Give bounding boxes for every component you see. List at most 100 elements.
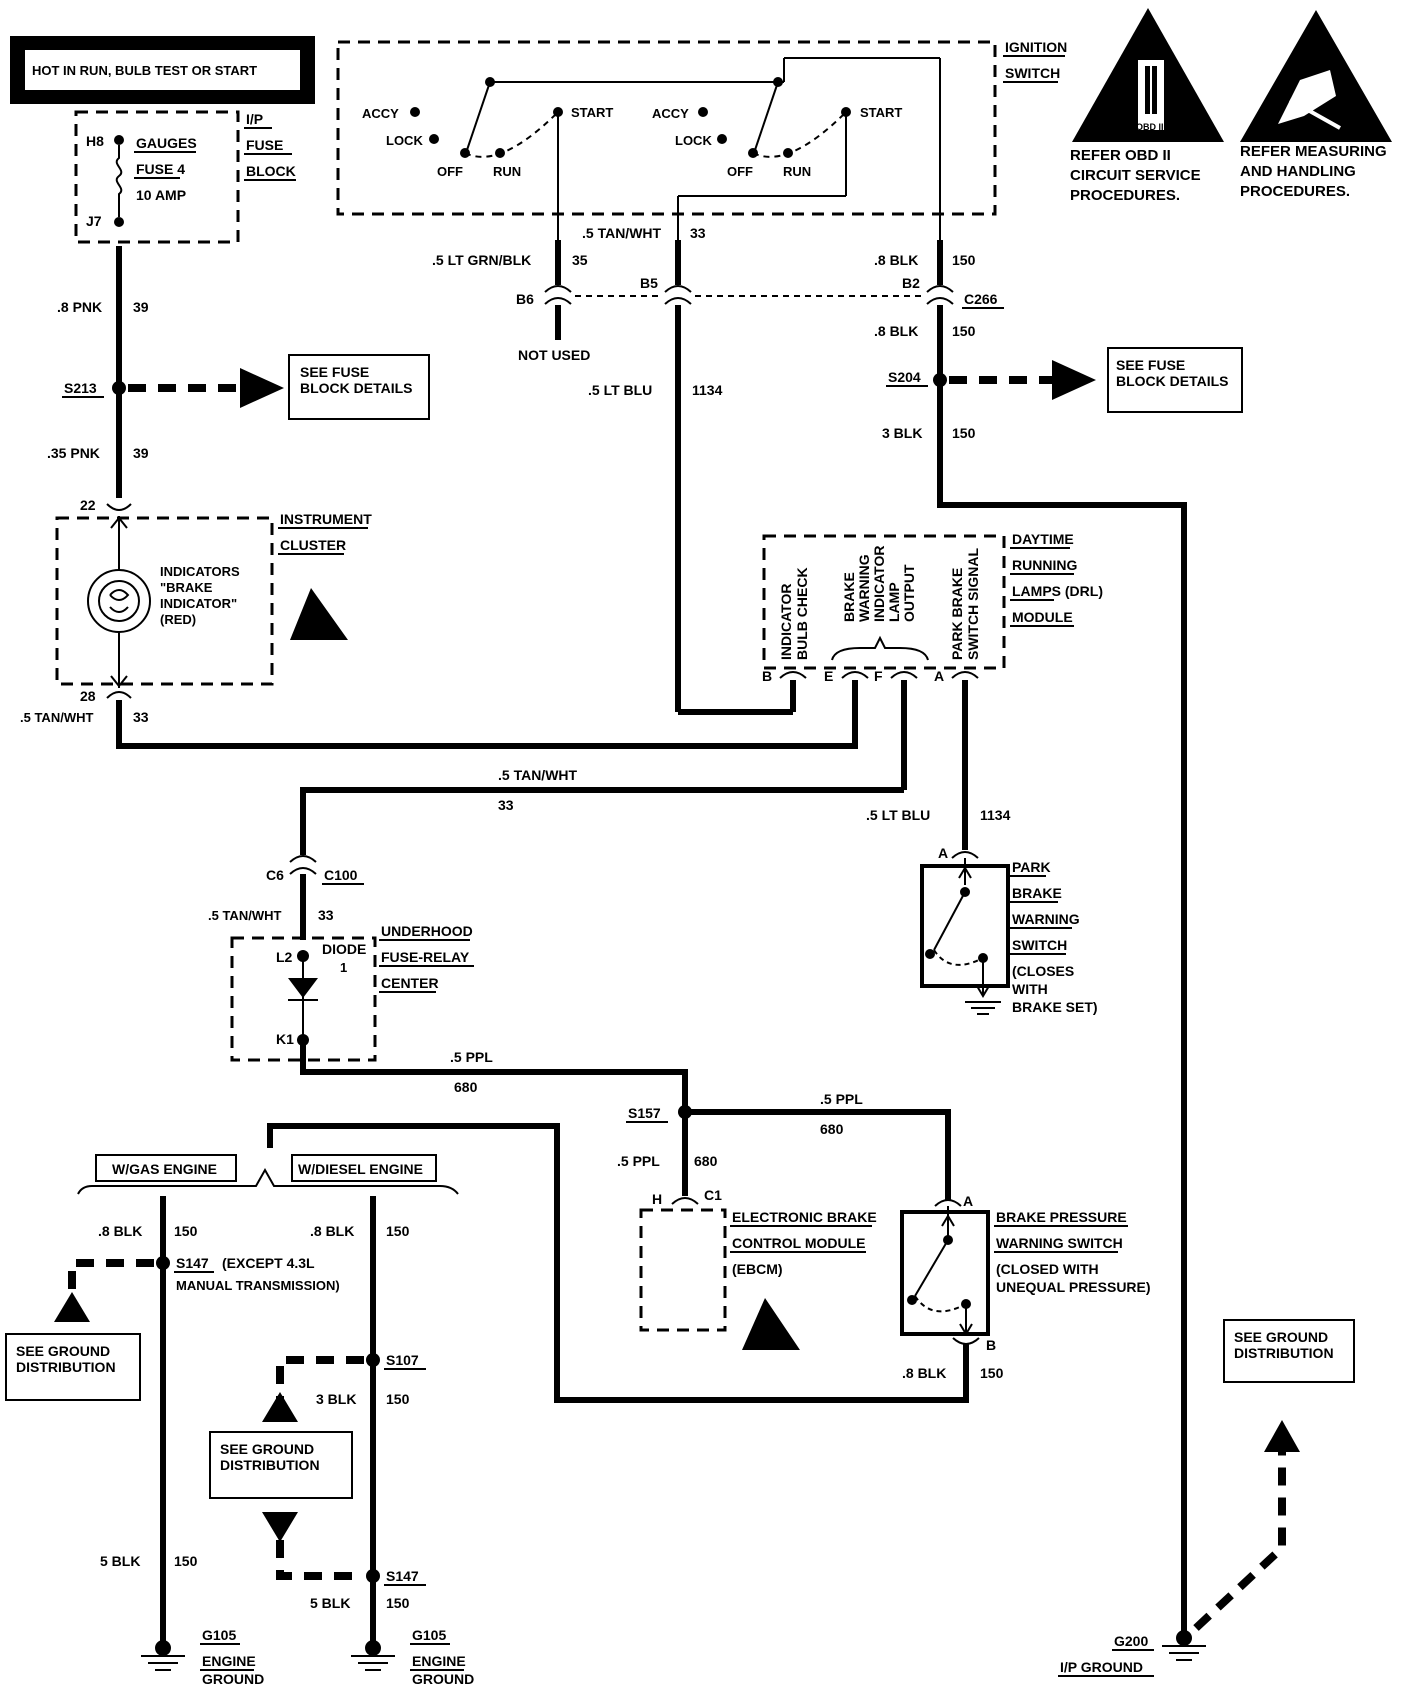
diagram-label: RUN (493, 164, 521, 179)
diagram-label: SEE GROUND (1234, 1329, 1328, 1345)
diagram-label: WARNING (856, 554, 872, 622)
diagram-label: 5 BLK (310, 1595, 350, 1611)
diagram-label: 39 (133, 299, 149, 315)
diagram-label: RUNNING (1012, 557, 1077, 573)
diagram-label: PROCEDURES. (1240, 183, 1350, 200)
diagram-label: BULB CHECK (794, 567, 810, 660)
diagram-label: E (824, 668, 833, 684)
diagram-label: 680 (694, 1153, 718, 1169)
diagram-label: S147 (386, 1568, 419, 1584)
diagram-label: .8 BLK (902, 1365, 946, 1381)
wire-150-brake-pressure-to-ground (267, 1123, 969, 1403)
diagram-label: BLOCK (246, 163, 296, 179)
diagram-label: BRAKE PRESSURE (996, 1209, 1127, 1225)
esd-symbol-icon (742, 1298, 800, 1350)
diagram-label: .5 PPL (450, 1049, 493, 1065)
diagram-label: B6 (516, 291, 534, 307)
see-ground-distribution-left: SEE GROUND DISTRIBUTION (5, 1333, 141, 1401)
diagram-label: REFER MEASURING (1240, 143, 1387, 160)
diagram-label: (EXCEPT 4.3L (222, 1255, 315, 1271)
diagram-label: RUN (783, 164, 811, 179)
diagram-label: S213 (64, 380, 97, 396)
diagram-label: 150 (952, 425, 976, 441)
diagram-label: .8 BLK (874, 252, 918, 268)
diagram-label: DISTRIBUTION (1234, 1345, 1334, 1361)
diagram-label: F (874, 668, 883, 684)
diagram-label: CONTROL MODULE (732, 1235, 866, 1251)
diagram-label: B (762, 668, 772, 684)
ground-g105-diesel: G105 ENGINE GROUND (351, 1627, 474, 1687)
diagram-label: 33 (133, 709, 149, 725)
diagram-label: "BRAKE (160, 580, 213, 595)
diagram-label: INDICATOR" (160, 596, 237, 611)
diagram-label: LAMPS (DRL) (1012, 583, 1103, 599)
diagram-label: 28 (80, 688, 96, 704)
diagram-label: START (571, 105, 613, 120)
diagram-label: 150 (174, 1553, 198, 1569)
splice-s147-gas (156, 1256, 170, 1270)
diagram-label: .8 BLK (874, 323, 918, 339)
esd-symbol-icon (290, 588, 348, 640)
diagram-label: .5 PPL (820, 1091, 863, 1107)
diagram-label: 150 (952, 252, 976, 268)
diagram-label: 150 (386, 1595, 410, 1611)
diagram-label: H (652, 1191, 662, 1207)
diagram-label: CLUSTER (280, 537, 346, 553)
diagram-label: A (938, 845, 948, 861)
ip-fuse-block: I/P FUSE BLOCK H8 J7 GAUGES FUSE 4 10 AM… (74, 110, 296, 244)
diagram-label: .5 PPL (617, 1153, 660, 1169)
diagram-label: 33 (498, 797, 514, 813)
diagram-label: 680 (820, 1121, 844, 1137)
engine-option-branch: W/GAS ENGINE W/DIESEL ENGINE (77, 1154, 459, 1195)
diagram-label: .5 TAN/WHT (208, 908, 281, 923)
obd-ii-warning: OBD II REFER OBD II CIRCUIT SERVICE PROC… (1070, 8, 1224, 204)
diagram-label: 150 (386, 1223, 410, 1239)
diagram-label: G105 (202, 1627, 236, 1643)
wire-33-cluster-to-drl (116, 680, 858, 749)
ignition-switch: IGNITION SWITCH ACCY LOCK OFF RUN START … (336, 39, 1067, 240)
diagram-label: FUSE (246, 137, 283, 153)
diagram-label: (RED) (160, 612, 196, 627)
diode-1-icon (288, 978, 318, 998)
see-ground-distribution-right: SEE GROUND DISTRIBUTION (1223, 1319, 1355, 1383)
hot-in-run-label-box: HOT IN RUN, BULB TEST OR START (10, 36, 315, 104)
diagram-label: INDICATORS (160, 564, 240, 579)
diagram-label: G200 (1114, 1633, 1148, 1649)
diagram-label: SEE GROUND (220, 1441, 314, 1457)
diagram-label: C100 (324, 867, 358, 883)
diagram-label: OFF (437, 164, 463, 179)
diagram-label: SEE FUSE (300, 364, 369, 380)
diagram-label: BRAKE (1012, 885, 1062, 901)
ebcm-module: H C1 ELECTRONIC BRAKE CONTROL MODULE (EB… (639, 1187, 877, 1350)
diagram-label: .5 LT GRN/BLK (432, 252, 531, 268)
diagram-label: 22 (80, 497, 96, 513)
diagram-label: DISTRIBUTION (220, 1457, 320, 1473)
diagram-label: ENGINE (412, 1653, 466, 1669)
diagram-label: 1134 (980, 807, 1011, 823)
diagram-label: I/P (246, 111, 263, 127)
fuse-4-symbol (115, 145, 123, 217)
connector-c266: B6 B5 B2 C266 (516, 275, 1004, 309)
see-ground-distribution-middle: SEE GROUND DISTRIBUTION (209, 1431, 353, 1499)
diagram-label: PROCEDURES. (1070, 187, 1180, 204)
diagram-label: (CLOSED WITH (996, 1261, 1099, 1277)
diagram-label: 3 BLK (882, 425, 922, 441)
diagram-label: .5 TAN/WHT (20, 710, 93, 725)
diagram-label: 39 (133, 445, 149, 461)
see-fuse-block-details-right: SEE FUSE BLOCK DETAILS (1107, 347, 1243, 413)
terminal-h8: H8 (86, 133, 104, 149)
diagram-label: FUSE-RELAY (381, 949, 470, 965)
diagram-label: PARK (1012, 859, 1051, 875)
diagram-label: .8 PNK (57, 299, 102, 315)
gas-engine-label: W/GAS ENGINE (112, 1161, 217, 1177)
diagram-label: WARNING (1012, 911, 1080, 927)
diagram-label: 150 (386, 1391, 410, 1407)
diagram-label: CIRCUIT SERVICE (1070, 167, 1201, 184)
diagram-label: FUSE 4 (136, 161, 185, 177)
diagram-label: ELECTRONIC BRAKE (732, 1209, 877, 1225)
diagram-label: .5 TAN/WHT (582, 225, 662, 241)
diagram-label: IGNITION (1005, 39, 1067, 55)
diagram-label: UNEQUAL PRESSURE) (996, 1279, 1151, 1295)
diagram-label: S204 (888, 369, 921, 385)
